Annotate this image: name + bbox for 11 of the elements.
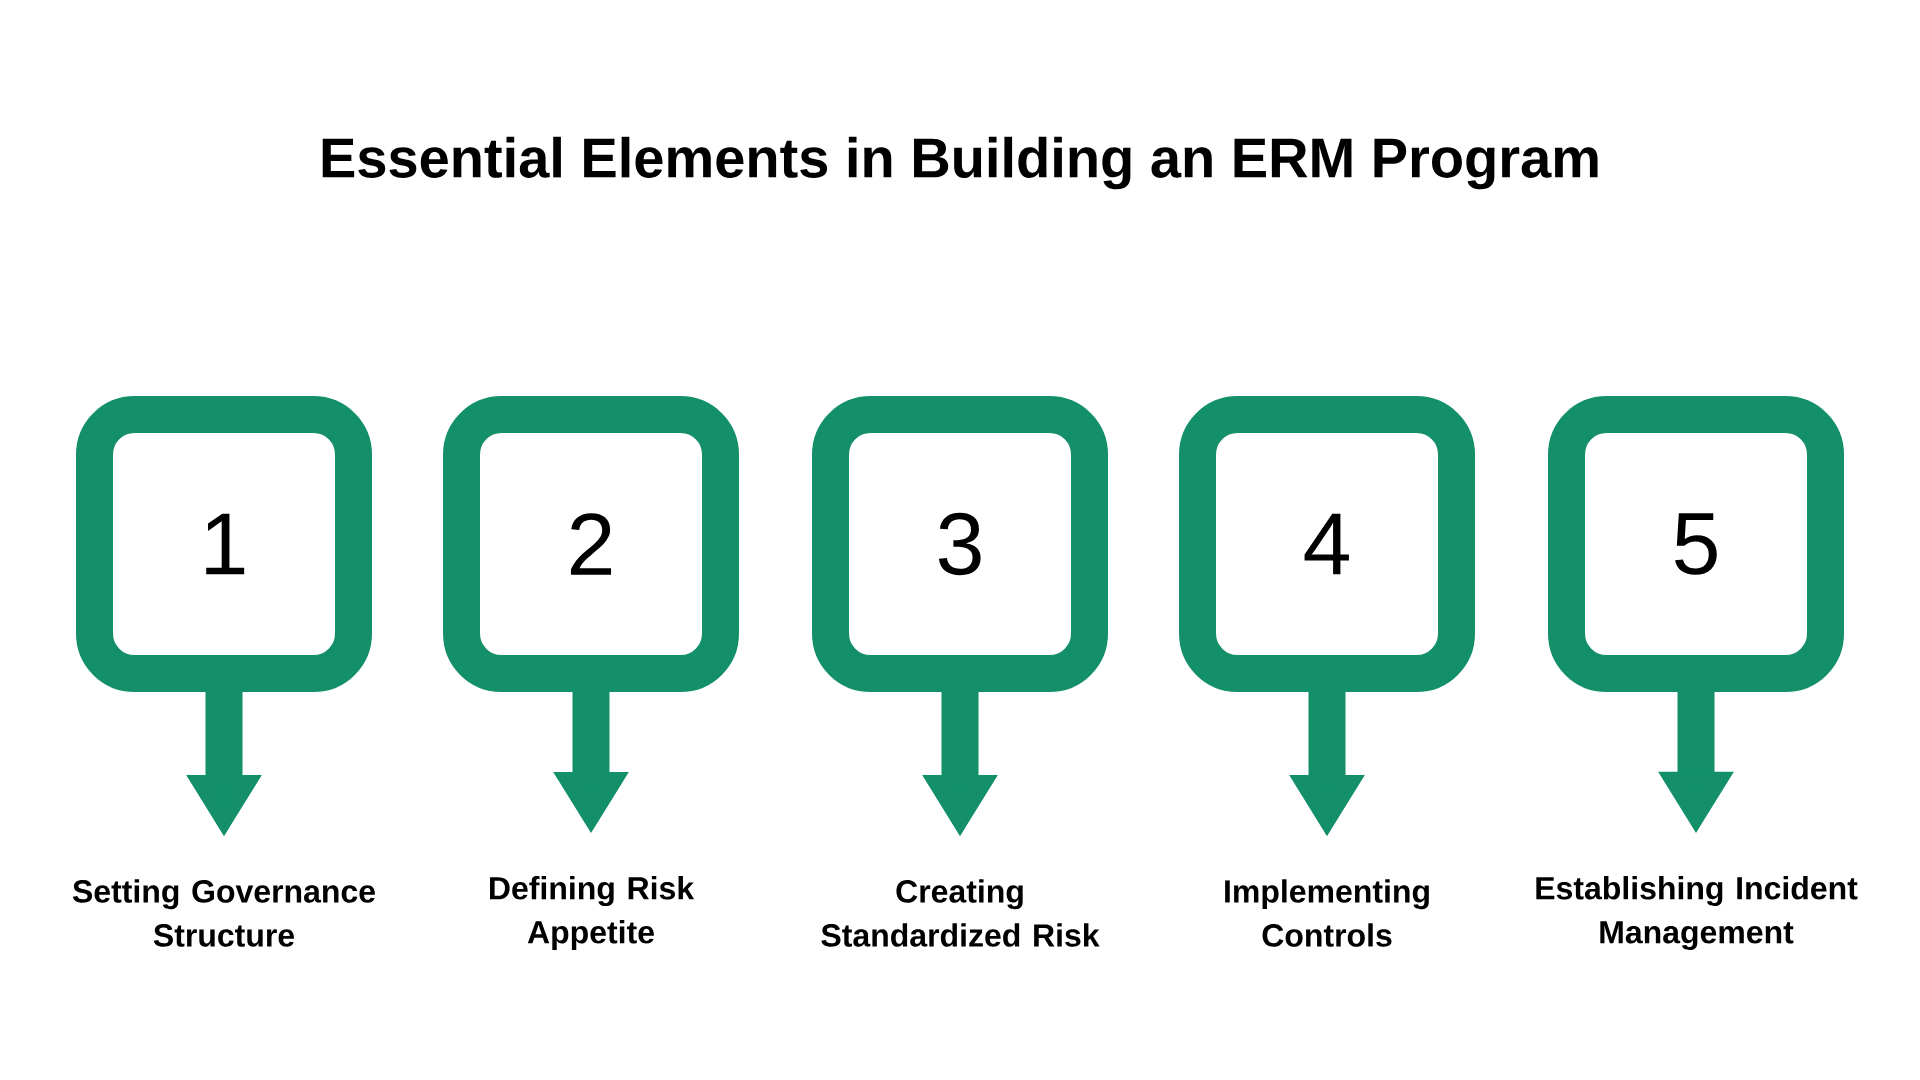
numbered-box: 1 (76, 396, 372, 692)
numbered-box: 3 (812, 396, 1108, 692)
numbered-box: 4 (1179, 396, 1475, 692)
step-label: Establishing Incident Management (1536, 876, 1858, 950)
step-label: Implementing Controls (1225, 879, 1429, 947)
step-label: Creating Standardized Risk (821, 879, 1100, 947)
step-label: Setting Governance Structure (72, 879, 375, 947)
title: Essential Elements in Building an ERM Program (322, 136, 1598, 190)
numbered-box: 2 (443, 396, 739, 692)
numbered-box: 5 (1548, 396, 1844, 692)
step-label: Defining Risk Appetite (490, 876, 695, 950)
